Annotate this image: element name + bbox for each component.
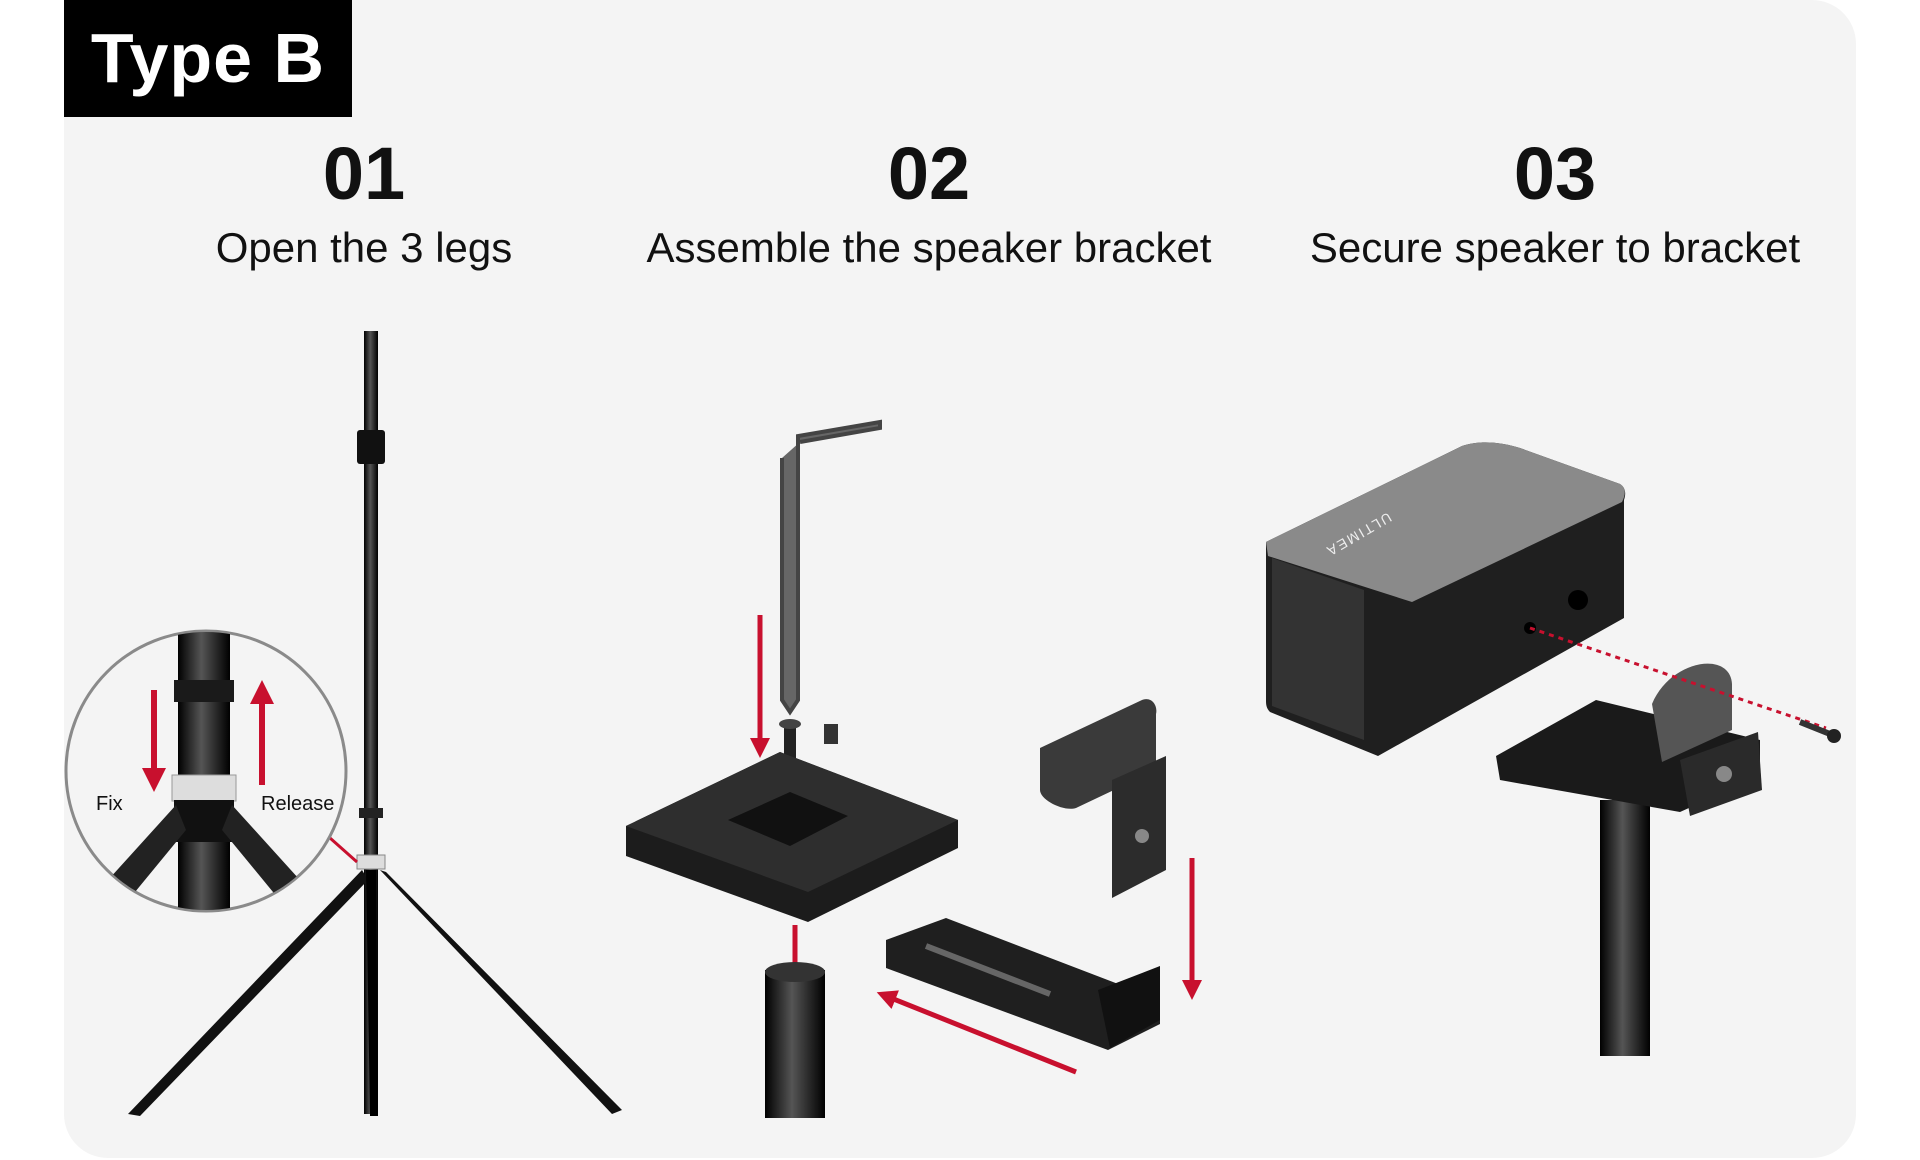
step-title: Assemble the speaker bracket <box>646 224 1212 271</box>
tripod-illustration <box>128 331 622 1116</box>
step-03: 03 Secure speaker to bracket <box>1235 132 1875 274</box>
type-label: Type B <box>64 0 352 117</box>
step-02: 02 Assemble the speaker bracket <box>609 132 1249 274</box>
release-label: Release <box>261 793 334 815</box>
bracket-assembly-illustration <box>626 419 1202 1118</box>
step-title: Secure speaker to bracket <box>1309 224 1801 271</box>
step-01: 01 Open the 3 legs <box>44 132 684 274</box>
step-number: 03 <box>1513 132 1597 215</box>
step-number: 01 <box>322 132 406 215</box>
step-title: Open the 3 legs <box>215 224 513 271</box>
step-number: 02 <box>887 132 971 215</box>
speaker-mount-illustration: ULTIMEA <box>1266 442 1841 1056</box>
fix-label: Fix <box>96 793 123 815</box>
leg-lock-callout: Fix Release <box>64 629 348 913</box>
